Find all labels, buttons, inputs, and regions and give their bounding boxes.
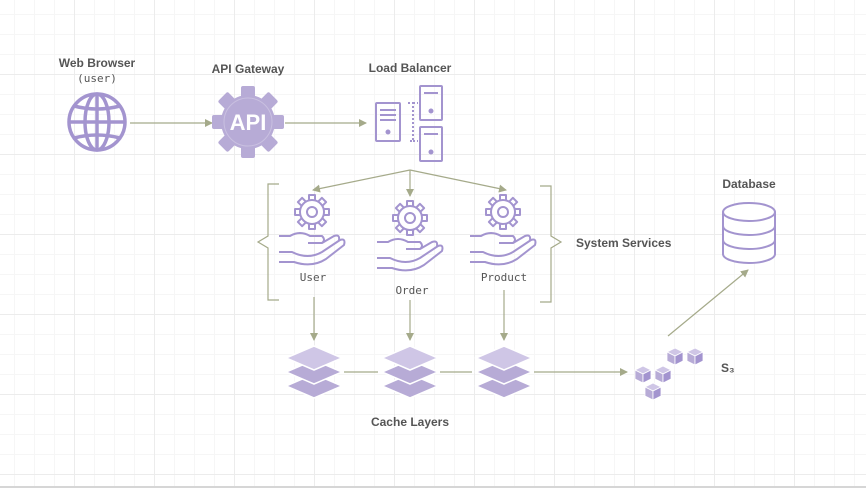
cache-stack-icon-3 xyxy=(474,345,534,399)
balancer-to-user-arrow xyxy=(312,169,411,193)
service-label-user: User xyxy=(299,271,327,284)
balancer-to-product-arrow xyxy=(409,169,507,193)
system-services-title: System Services xyxy=(576,236,672,250)
s3-title: S₃ xyxy=(721,361,735,375)
service-label-product: Product xyxy=(480,271,528,284)
api-gateway-title: API Gateway xyxy=(211,62,285,76)
bottom-divider xyxy=(0,486,866,488)
api-gear-icon: API xyxy=(212,86,284,158)
cache-stack-icon-2 xyxy=(380,345,440,399)
database-title: Database xyxy=(722,177,776,191)
load-balancer-title: Load Balancer xyxy=(368,61,452,75)
api-icon-text: API xyxy=(230,110,267,135)
database-icon xyxy=(722,202,776,264)
cache-stack-icon-1 xyxy=(284,345,344,399)
service-label-order: Order xyxy=(395,284,429,297)
server-rack-icon xyxy=(375,85,443,162)
cache-layers-title: Cache Layers xyxy=(370,415,450,429)
s3-to-database-arrow xyxy=(667,269,749,337)
web-browser-subtitle: (user) xyxy=(77,72,117,85)
connectors xyxy=(130,119,749,376)
web-browser-title: Web Browser xyxy=(58,56,136,70)
service-product-icon xyxy=(470,194,537,266)
service-order-icon xyxy=(377,200,444,272)
right-bracket xyxy=(540,185,563,303)
globe-icon xyxy=(67,92,127,152)
s3-bucket-icon xyxy=(634,347,704,401)
service-user-icon xyxy=(279,194,346,266)
left-bracket xyxy=(256,183,279,301)
